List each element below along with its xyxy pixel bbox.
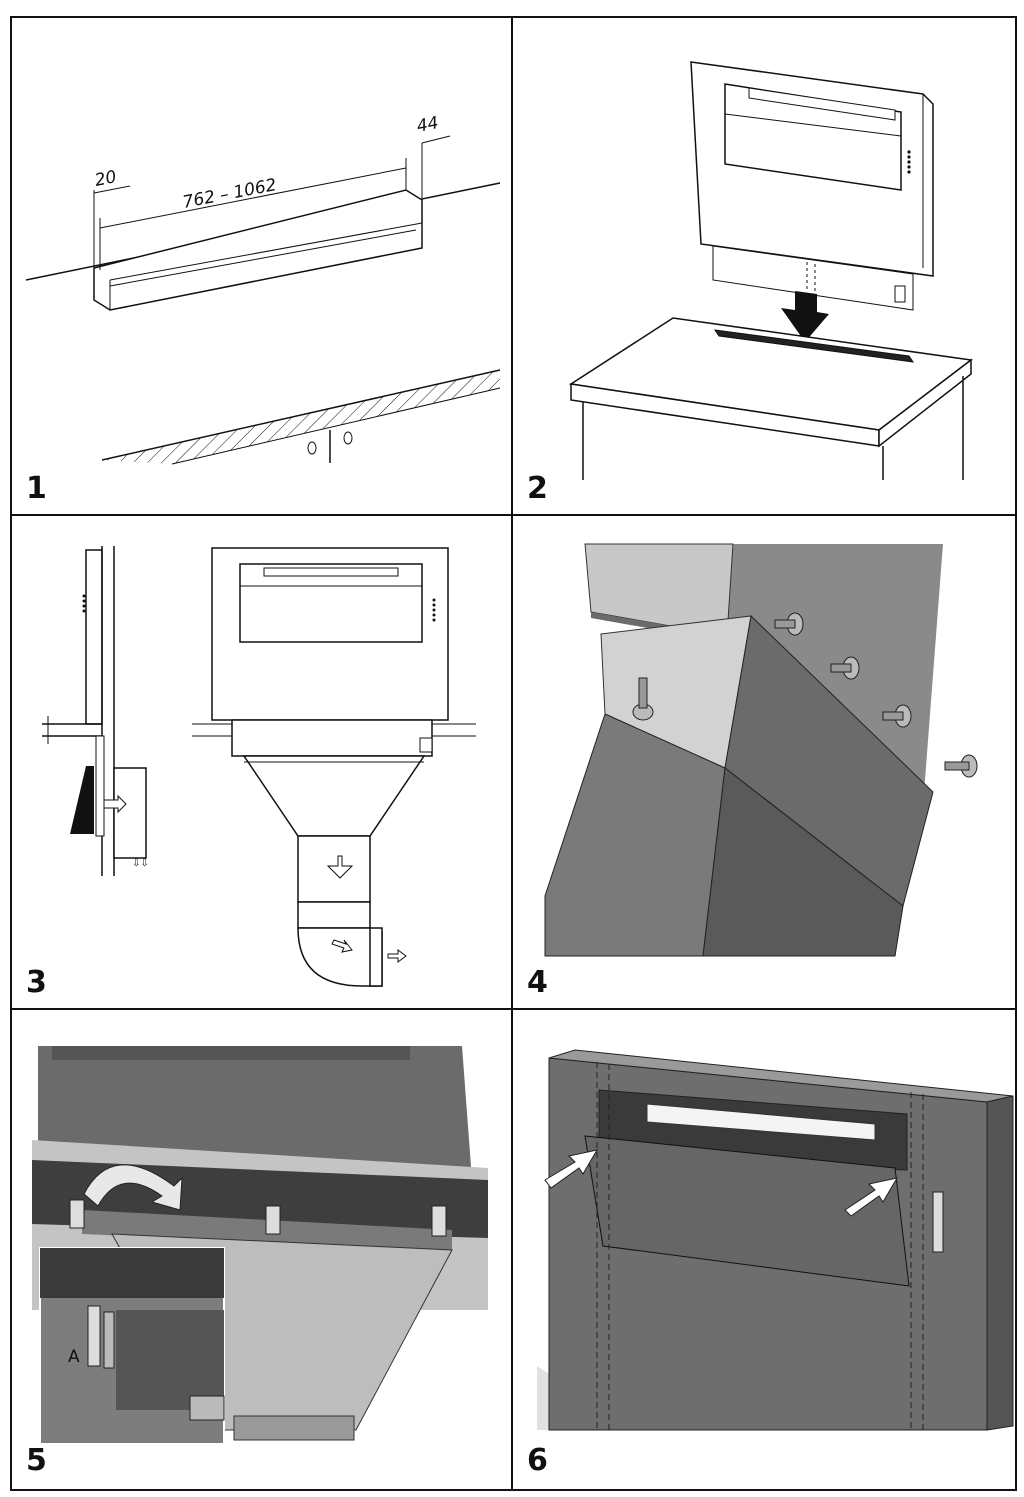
screw-icon [774,612,804,636]
row-divider-1 [10,514,1017,516]
panel-6: 6 [513,1010,1015,1489]
cutout-dimension-drawing: 20 762 – 1062 44 [25,113,501,465]
rotate-arrow-icon [83,1164,183,1211]
step-number: 5 [26,1443,47,1478]
panel-5: A 5 [12,1010,511,1489]
dim-width-range: 762 – 1062 [181,175,278,213]
lowering-unit-drawing [568,61,973,480]
panel-1: 20 762 – 1062 44 1 [12,18,511,514]
arrow-icon [844,1177,899,1217]
filter-insertion-render [537,1049,1014,1431]
svg-text:⇩⇩: ⇩⇩ [132,858,149,869]
screw-icon [882,704,912,728]
screw-icon [944,754,978,778]
dim-left-offset: 20 [93,167,118,191]
dim-right-offset: 44 [415,113,440,137]
ducting-views-drawing: ⇩⇩ [42,546,476,987]
step-number: 3 [26,965,47,1000]
step-number: 2 [527,471,548,506]
arrow-icon [544,1149,599,1189]
screw-icon [632,677,654,721]
step-number: 4 [527,965,548,1000]
instruction-sheet [10,16,1017,1491]
duct-screw-render [544,543,978,957]
row-divider-2 [10,1008,1017,1010]
step-number: 6 [527,1443,548,1478]
column-divider [511,16,513,1491]
screw-icon [830,656,860,680]
detail-label: A [68,1347,80,1367]
clamp-detail-render: A [32,1046,488,1445]
panel-2: 2 [513,18,1015,514]
step-number: 1 [26,471,47,506]
panel-3: ⇩⇩ 3 [12,516,511,1008]
panel-4: 4 [513,516,1015,1008]
